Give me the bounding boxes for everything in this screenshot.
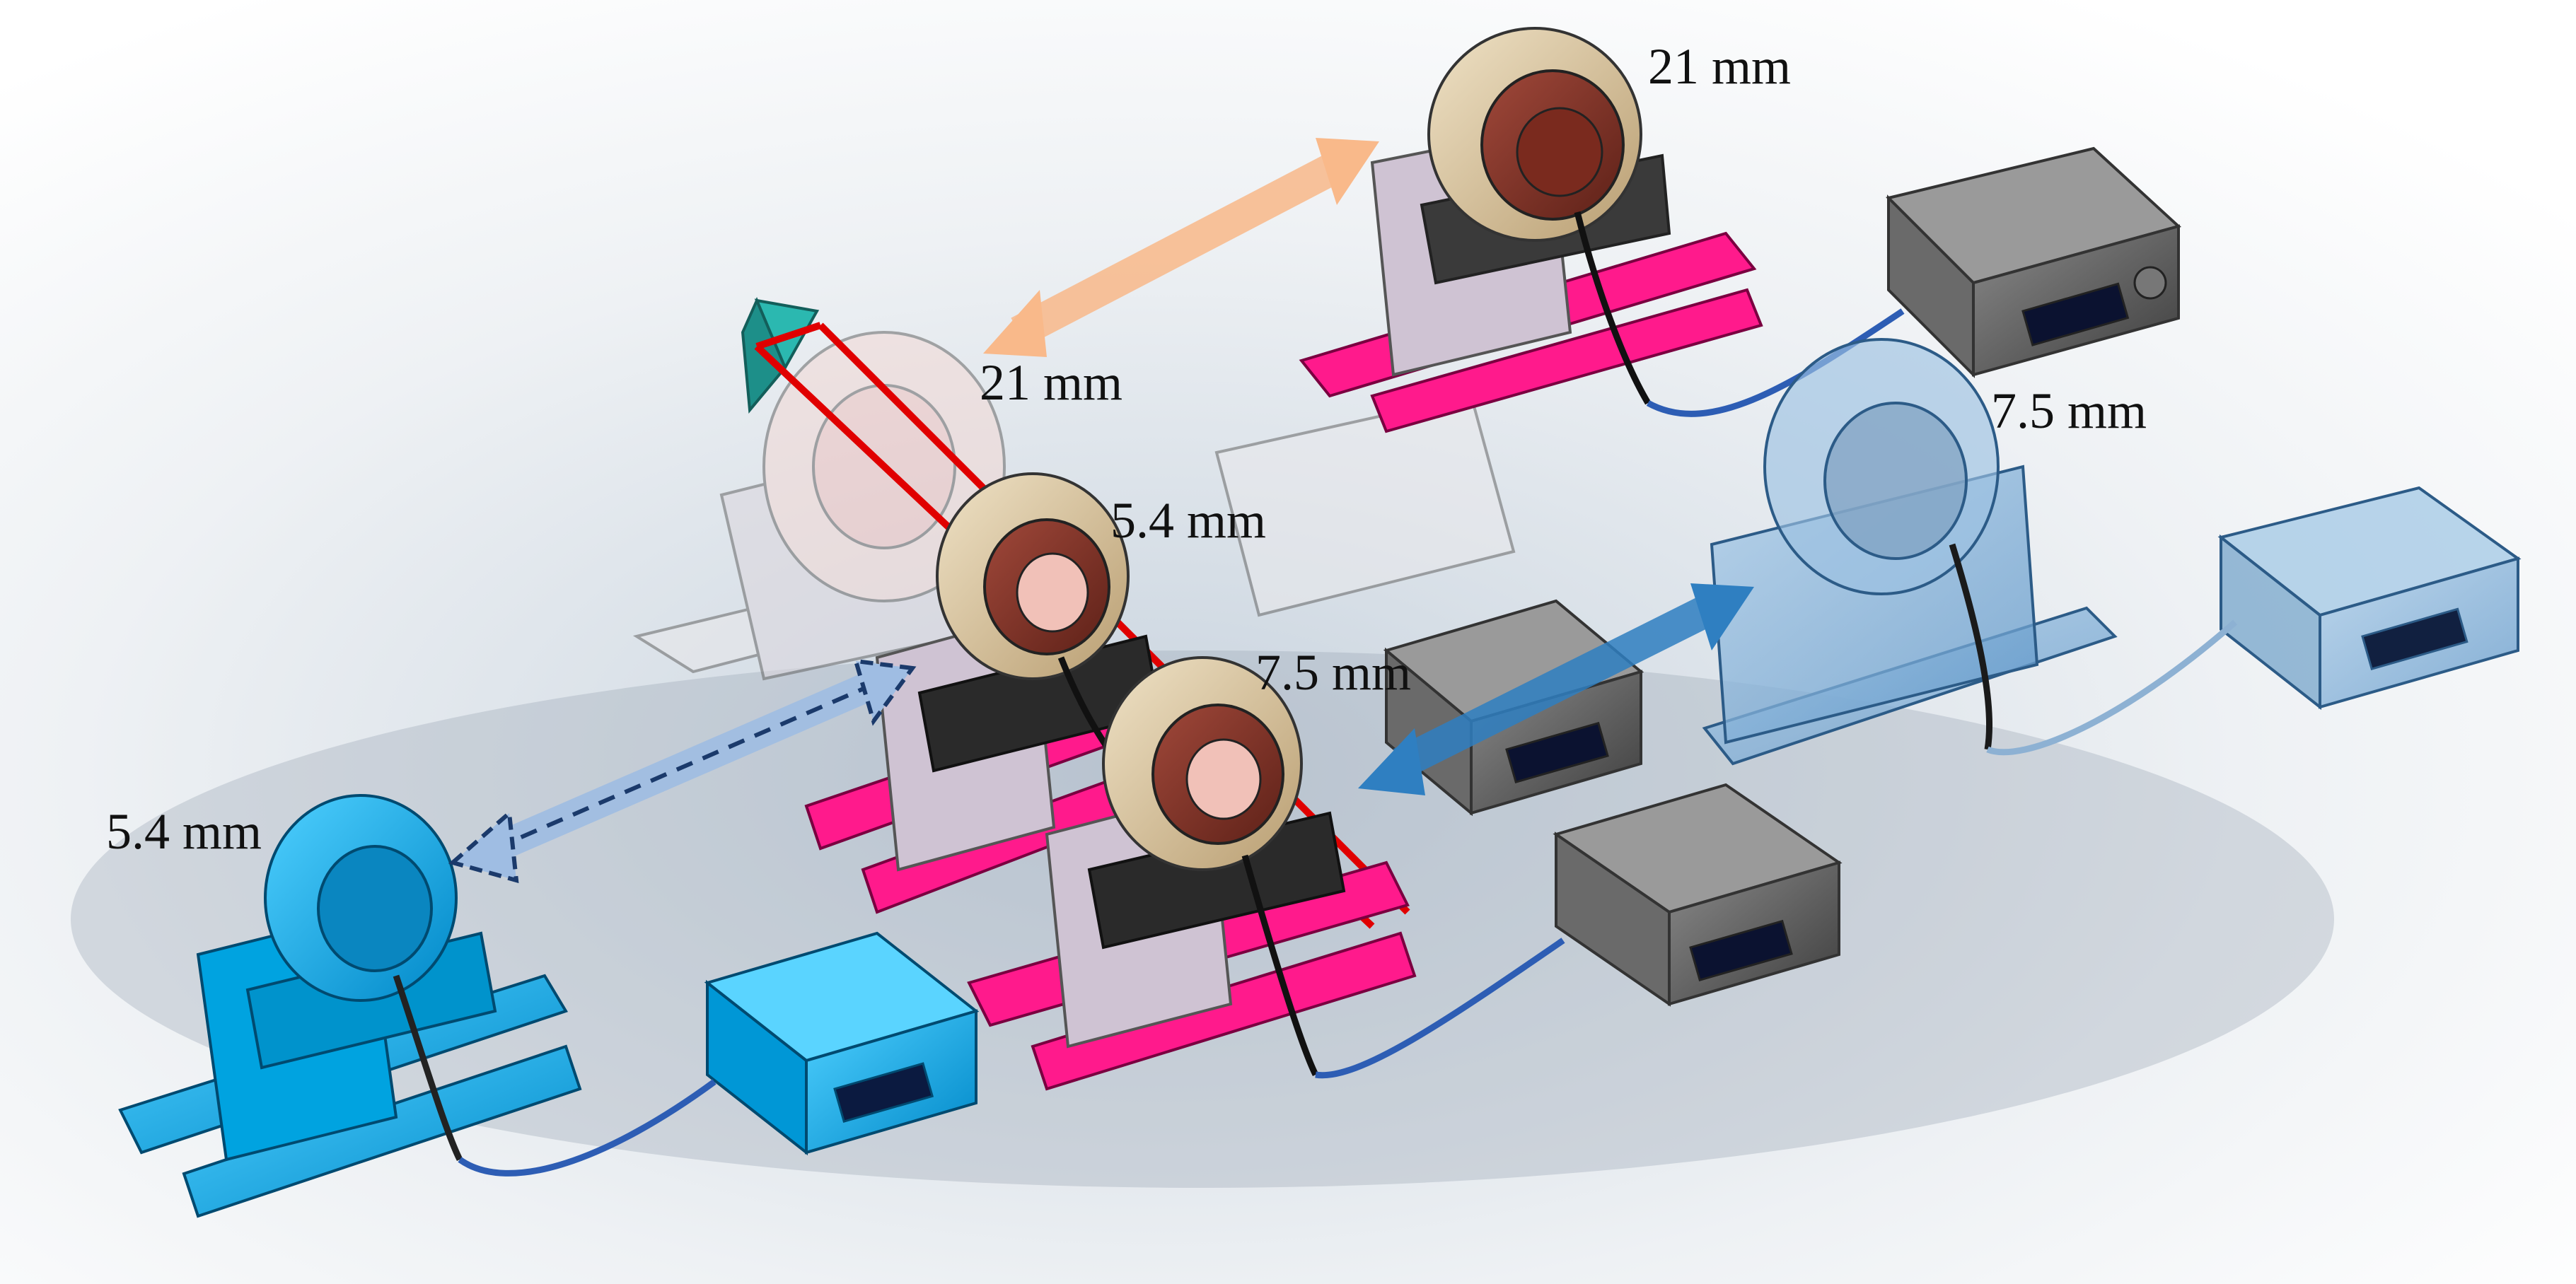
seven-segment-display-icon (833, 1062, 934, 1123)
controller-box-top (1646, 146, 2182, 417)
label-21mm-top-right: 21 mm (1648, 38, 1791, 95)
label-5-4mm-left: 5.4 mm (106, 803, 262, 860)
seven-segment-display-icon (2021, 282, 2130, 346)
label-7-5mm-center: 7.5 mm (1255, 644, 1411, 701)
station-5-4mm-left-blue (118, 794, 582, 1218)
controller-box-blue (458, 931, 980, 1177)
controller-box-ghost-blue (1986, 486, 2522, 756)
label-5-4mm-center: 5.4 mm (1110, 492, 1266, 549)
seven-segment-display-icon (2361, 607, 2468, 670)
ghost-station-blue (1702, 338, 2118, 766)
station-21mm-top (1299, 27, 1763, 433)
label-21mm-top-center: 21 mm (980, 354, 1122, 411)
double-headed-arrow-icon (983, 138, 1379, 357)
station-5-4mm-center (804, 472, 1212, 914)
seven-segment-display-icon (1505, 721, 1609, 783)
double-headed-arrow-icon (448, 658, 917, 884)
station-7-5mm-center (967, 656, 1417, 1091)
controller-box-lower (1315, 783, 1843, 1079)
double-headed-arrow-icon (1358, 583, 1754, 795)
label-7-5mm-right: 7.5 mm (1991, 383, 2147, 439)
seven-segment-display-icon (1689, 919, 1793, 981)
